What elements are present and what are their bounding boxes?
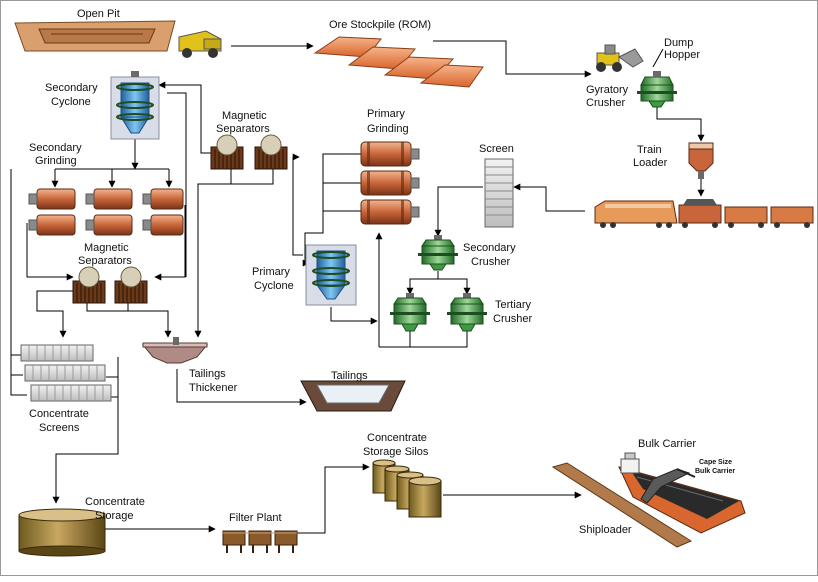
primary-grinding-label-1: Primary xyxy=(367,108,405,120)
secondary-crusher-label-1: Secondary xyxy=(463,242,516,254)
bulk-carrier-label: Bulk Carrier xyxy=(638,438,696,450)
screen-label: Screen xyxy=(479,143,514,155)
train-loader-label-2: Loader xyxy=(633,157,668,169)
tailings-label: Tailings xyxy=(331,370,368,382)
concentrate-screens-icon xyxy=(20,344,112,402)
secondary-grinding-label-2: Grinding xyxy=(35,155,77,167)
concentrate-storage-icon xyxy=(18,508,106,557)
secondary-grinding-mills-icon xyxy=(28,188,184,236)
haul-truck-icon xyxy=(178,30,222,58)
concentrate-screens-label-2: Screens xyxy=(39,422,80,434)
cape-size-label-2: Bulk Carrier xyxy=(695,468,735,475)
gyratory-crusher-label-2: Crusher xyxy=(586,97,625,109)
flow-lines xyxy=(10,40,705,534)
magnetic-separators-low-icon xyxy=(72,266,148,304)
tailings-thickener-label-1: Tailings xyxy=(189,368,226,380)
vibrating-screen-icon xyxy=(484,158,514,228)
magnetic-separators-top-icon xyxy=(210,134,288,170)
primary-cyclone-icon xyxy=(305,244,357,306)
open-pit-label: Open Pit xyxy=(77,8,120,20)
ore-train-icon xyxy=(594,199,814,228)
concentrate-storage-silos-icon xyxy=(372,459,442,518)
gyratory-crusher-label-1: Gyratory xyxy=(586,84,629,96)
secondary-cyclone-label-1: Secondary xyxy=(45,82,98,94)
tertiary-crusher-icon xyxy=(390,293,487,332)
magnetic-separators-low-label-1: Magnetic xyxy=(84,242,129,254)
secondary-cyclone-icon xyxy=(110,71,160,140)
tailings-thickener-label-2: Thickener xyxy=(189,382,238,394)
primary-grinding-mills-icon xyxy=(360,141,420,225)
concentrate-screens-label-1: Concentrate xyxy=(29,408,89,420)
concentrate-storage-label-2: Storage xyxy=(95,510,134,522)
storage-silos-label-2: Storage Silos xyxy=(363,446,429,458)
magnetic-separators-top-label-2: Separators xyxy=(216,123,270,135)
storage-silos-label-1: Concentrate xyxy=(367,432,427,444)
dump-hopper-label-1: Dump xyxy=(664,37,693,49)
tertiary-crusher-label-2: Crusher xyxy=(493,313,532,325)
ore-stockpile-icon xyxy=(313,36,484,88)
dump-hopper-pointer xyxy=(652,48,664,68)
cape-size-label-1: Cape Size xyxy=(699,459,732,466)
secondary-crusher-label-2: Crusher xyxy=(471,256,510,268)
gyratory-crusher-icon xyxy=(637,71,677,108)
shiploader-label: Shiploader xyxy=(579,524,632,536)
train-loader-icon xyxy=(688,142,714,179)
front-loader-icon xyxy=(596,44,644,72)
filter-plant-label: Filter Plant xyxy=(229,512,282,524)
tailings-pond-icon xyxy=(300,380,406,412)
tertiary-crusher-label-1: Tertiary xyxy=(495,299,532,311)
primary-cyclone-label-2: Cyclone xyxy=(254,280,294,292)
dump-hopper-label-2: Hopper xyxy=(664,49,700,61)
concentrate-storage-label-1: Concentrate xyxy=(85,496,145,508)
train-loader-label-1: Train xyxy=(637,144,662,156)
filter-plant-icon xyxy=(222,530,298,553)
secondary-cyclone-label-2: Cyclone xyxy=(51,96,91,108)
magnetic-separators-top-label-1: Magnetic xyxy=(222,110,267,122)
bulk-carrier-ship-icon xyxy=(551,452,746,548)
primary-cyclone-label-1: Primary xyxy=(252,266,290,278)
secondary-grinding-label-1: Secondary xyxy=(29,142,82,154)
magnetic-separators-low-label-2: Separators xyxy=(78,255,132,267)
primary-grinding-label-2: Grinding xyxy=(367,123,409,135)
secondary-crusher-icon xyxy=(418,235,458,271)
open-pit xyxy=(14,20,176,52)
tailings-thickener-icon xyxy=(141,337,209,364)
ore-stockpile-label: Ore Stockpile (ROM) xyxy=(329,19,431,31)
